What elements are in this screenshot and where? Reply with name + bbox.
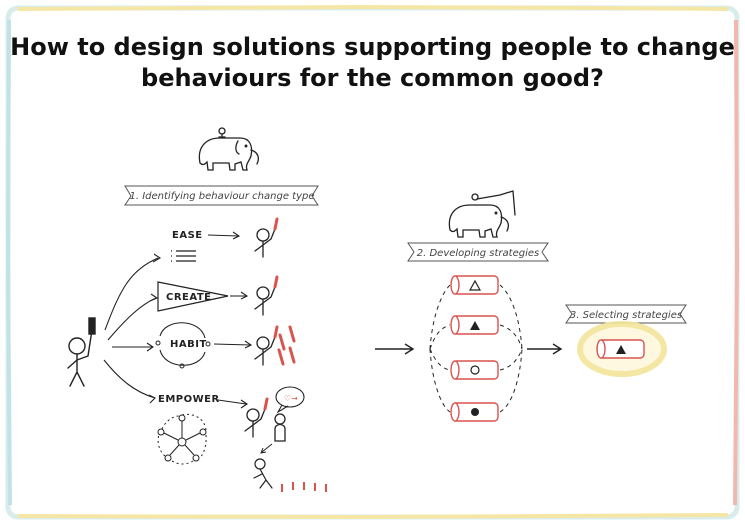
speech-bubble-icon: ♡→ [275, 386, 305, 414]
pastel-border [5, 4, 740, 520]
person-icon [244, 397, 286, 442]
svg-text:♡→: ♡→ [284, 394, 298, 403]
step-3-label: 3. Selecting strategies [570, 310, 682, 321]
step-2-ribbon: 2. Developing strategies [407, 242, 549, 262]
triangle-filled-icon [616, 345, 626, 354]
triangle-filled-icon [470, 321, 480, 330]
behaviour-type-empower: EMPOWER [157, 394, 248, 465]
person-icon [254, 325, 279, 366]
step-1-ribbon: 1. Identifying behaviour change type [124, 185, 319, 206]
ease-label: EASE [172, 230, 203, 241]
step-1-label: 1. Identifying behaviour change type [129, 191, 314, 202]
behaviour-type-ease: EASE [171, 230, 241, 262]
flow-arrow [375, 343, 415, 355]
carrot-icon [277, 325, 296, 366]
empower-label: EMPOWER [158, 394, 220, 405]
behaviour-type-create: CREATE [157, 281, 249, 312]
person-icon [254, 217, 279, 258]
step-2-label: 2. Developing strategies [417, 248, 539, 259]
title-line-1: How to design solutions supporting peopl… [10, 33, 735, 61]
behaviour-type-habit: HABIT [155, 322, 253, 369]
strategy-option-3 [450, 360, 499, 380]
strategy-option-1 [450, 275, 499, 295]
list-icon [171, 250, 196, 262]
branch-arrows [103, 253, 162, 404]
strategy-option-2 [450, 315, 499, 335]
title-line-2: behaviours for the common good? [141, 64, 604, 92]
step-3-ribbon: 3. Selecting strategies [565, 304, 687, 324]
elephant-with-rider-icon [198, 127, 259, 171]
triangle-outline-icon [468, 279, 482, 291]
circle-filled-icon [471, 408, 479, 416]
elephant-with-rider-icon [448, 190, 516, 238]
habit-label: HABIT [170, 339, 207, 350]
flow-arrow [527, 343, 563, 355]
person-icon [253, 458, 273, 489]
arrow-icon [260, 443, 273, 454]
carrot-icon [281, 482, 327, 492]
strategy-option-4 [450, 402, 499, 422]
person-icon [67, 317, 96, 387]
selected-strategy [577, 321, 667, 377]
page-title: How to design solutions supporting peopl… [0, 32, 745, 94]
create-label: CREATE [166, 292, 212, 303]
person-icon [254, 275, 279, 316]
strategy-paths [429, 284, 523, 413]
network-icon [157, 413, 207, 465]
circle-outline-icon [470, 365, 480, 375]
